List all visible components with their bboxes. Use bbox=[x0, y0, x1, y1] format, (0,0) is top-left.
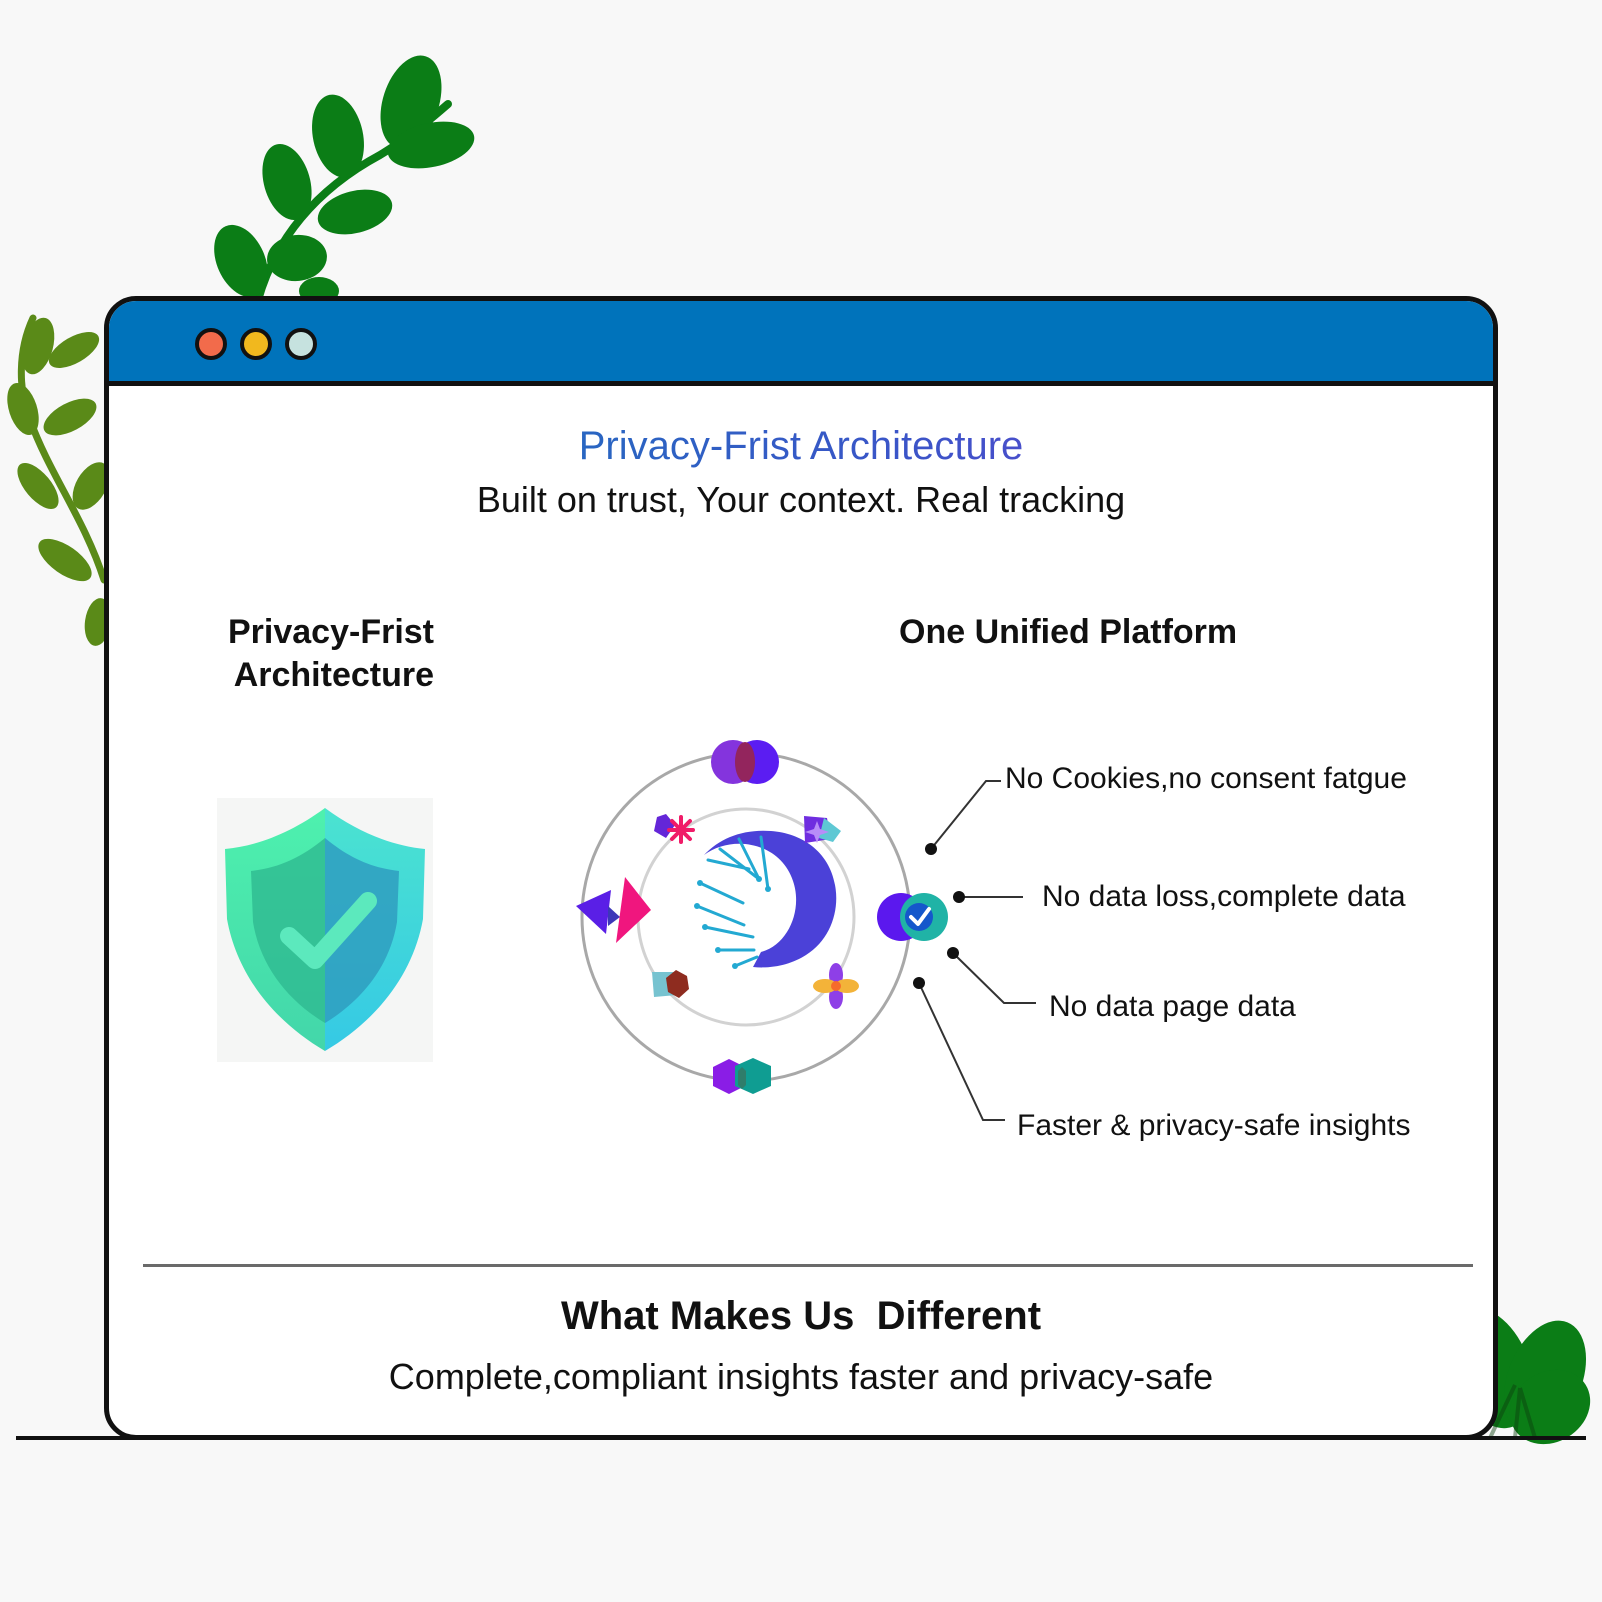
hero-subtitle: Built on trust, Your context. Real track… bbox=[476, 479, 1126, 520]
asterisk-icon bbox=[654, 814, 695, 844]
hero-title: Privacy-Frist Architecture bbox=[109, 422, 1493, 470]
orbit-graphic bbox=[576, 740, 948, 1094]
bowtie-icon bbox=[576, 877, 651, 943]
left-section-heading: Privacy-Frist Architecture bbox=[169, 611, 434, 697]
feature-item-no-data-page-data: No data page data bbox=[1049, 990, 1296, 1023]
green-vine-icon bbox=[7, 314, 112, 646]
maximize-window-control[interactable] bbox=[285, 328, 317, 360]
ai-head-icon bbox=[694, 830, 837, 969]
feature-item-no-cookies: No Cookies,no consent fatgue bbox=[1005, 762, 1407, 795]
hexagon-pair-icon bbox=[713, 1058, 771, 1094]
feature-item-faster-insights: Faster & privacy-safe insights bbox=[1017, 1109, 1411, 1142]
unified-platform-graphic bbox=[548, 729, 968, 1109]
flower-icon bbox=[813, 963, 859, 1009]
overlapping-circles-icon bbox=[711, 740, 779, 784]
shield-check-icon bbox=[225, 808, 425, 1051]
bottom-title: What Makes Us Different bbox=[560, 1294, 1042, 1338]
minimize-window-control[interactable] bbox=[240, 328, 272, 360]
shape-pair-icon bbox=[652, 970, 689, 998]
browser-window: Privacy-Frist Architecture Built on trus… bbox=[104, 296, 1498, 1440]
shield-panel bbox=[217, 798, 433, 1062]
feature-item-no-data-loss: No data loss,complete data bbox=[1042, 880, 1406, 913]
window-titlebar bbox=[109, 301, 1493, 386]
bottom-subtitle: Complete,compliant insights faster and p… bbox=[388, 1356, 1214, 1397]
section-divider bbox=[143, 1264, 1473, 1267]
left-heading-text: Privacy-Frist Architecture bbox=[228, 613, 434, 694]
close-window-control[interactable] bbox=[195, 328, 227, 360]
spark-badge-icon bbox=[804, 816, 841, 843]
green-branch-icon bbox=[214, 55, 475, 305]
checkmark-circle-icon bbox=[877, 893, 948, 941]
right-section-heading: One Unified Platform bbox=[899, 613, 1238, 651]
